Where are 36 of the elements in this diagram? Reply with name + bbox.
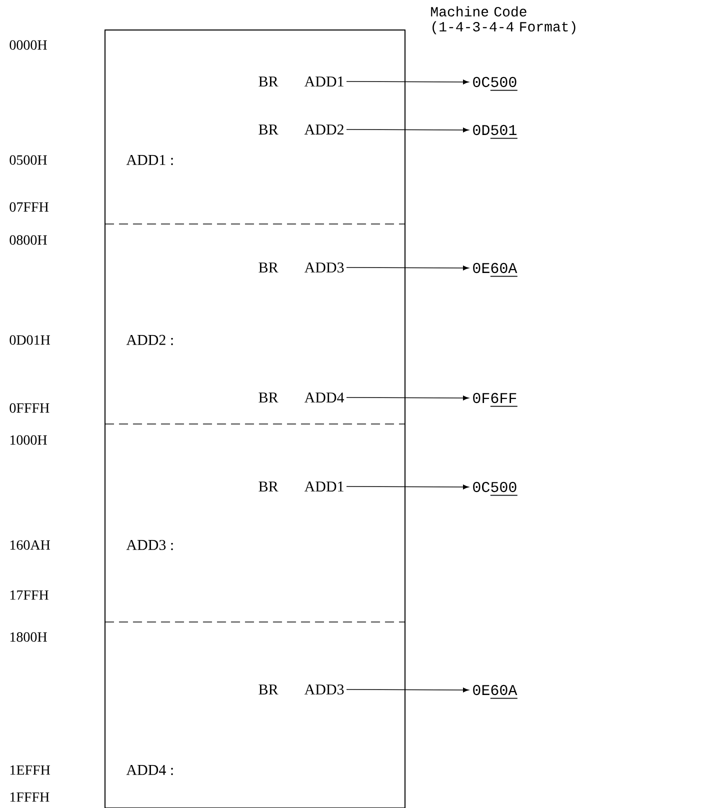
- memory-address: 1EFFH: [10, 765, 50, 775]
- machine-code-text: 0C500: [473, 76, 516, 88]
- arrow: [346, 266, 469, 270]
- machine-code-text: 0E60A: [473, 262, 518, 274]
- address-label: ADD1 :: [126, 154, 173, 166]
- instruction-text: BR ADD4: [258, 392, 344, 402]
- machine-code-text: 0D501: [473, 124, 516, 136]
- memory-address: 0500H: [10, 155, 47, 165]
- memory-address: 0FFFH: [10, 403, 50, 413]
- memory-map-box: [104, 30, 406, 808]
- arrow: [346, 128, 469, 132]
- machine-code-text: 0F6FF: [473, 392, 516, 404]
- arrow: [346, 688, 469, 692]
- memory-address: 1800H: [10, 632, 47, 642]
- memory-address: 07FFH: [10, 202, 48, 212]
- machine-code-text: 0C500: [473, 482, 516, 492]
- machine-code-text: 0E60A: [473, 684, 518, 696]
- memory-address: 0800H: [10, 235, 47, 245]
- instruction-text: BR ADD1: [258, 482, 344, 492]
- memory-address: 17FFH: [10, 590, 48, 600]
- instruction-text: BR ADD1: [258, 76, 344, 86]
- memory-address: 1000H: [10, 435, 47, 445]
- memory-address: 0D01H: [10, 335, 50, 345]
- arrow: [346, 396, 469, 400]
- instruction-text: BR ADD3: [258, 684, 344, 695]
- memory-address: 160AH: [10, 540, 50, 550]
- instruction-text: BR ADD3: [258, 262, 344, 273]
- memory-address: 1FFFH: [10, 792, 50, 802]
- arrow: [346, 484, 469, 490]
- instruction-text: BR ADD2: [258, 124, 344, 134]
- memory-address: 0000H: [10, 40, 47, 50]
- column-heading: Machine Code (1-4-3-4-4 Format): [431, 6, 576, 34]
- address-label: ADD4 :: [126, 764, 173, 776]
- arrow: [346, 80, 469, 84]
- address-label: ADD2 :: [126, 334, 173, 346]
- address-label: ADD3 :: [126, 540, 173, 550]
